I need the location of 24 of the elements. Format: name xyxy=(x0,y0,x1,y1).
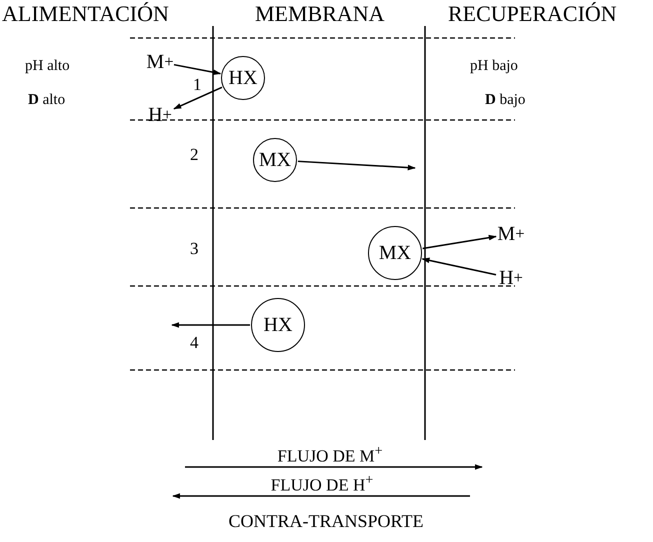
step-number: 4 xyxy=(190,334,198,353)
carrier-circle: MX xyxy=(253,138,297,182)
zone-heading: RECUPERACIÓN xyxy=(448,2,617,26)
caption: CONTRA-TRANSPORTE xyxy=(228,512,424,532)
step-number: 2 xyxy=(190,146,198,165)
condition-label: D alto xyxy=(28,92,66,108)
step-number: 1 xyxy=(193,76,202,95)
flux-label: FLUJO DE M$^{+}$ xyxy=(277,444,383,466)
carrier-circle: HX xyxy=(251,298,305,352)
step-number: 3 xyxy=(190,240,198,259)
zone-heading: MEMBRANA xyxy=(255,2,385,26)
zone-heading: ALIMENTACIÓN xyxy=(2,2,169,26)
arrow xyxy=(174,64,222,76)
carrier-circle: MX xyxy=(368,226,422,280)
condition-label: pH bajo xyxy=(470,58,518,74)
arrow xyxy=(171,322,250,328)
arrow xyxy=(422,234,497,250)
carrier-circle: HX xyxy=(221,56,265,100)
arrow xyxy=(298,160,416,170)
condition-label: D bajo xyxy=(485,92,526,108)
condition-label: pH alto xyxy=(25,58,70,74)
arrow xyxy=(422,258,496,276)
arrow xyxy=(173,86,222,110)
flux-label: FLUJO DE H$^{+}$ xyxy=(270,473,374,496)
